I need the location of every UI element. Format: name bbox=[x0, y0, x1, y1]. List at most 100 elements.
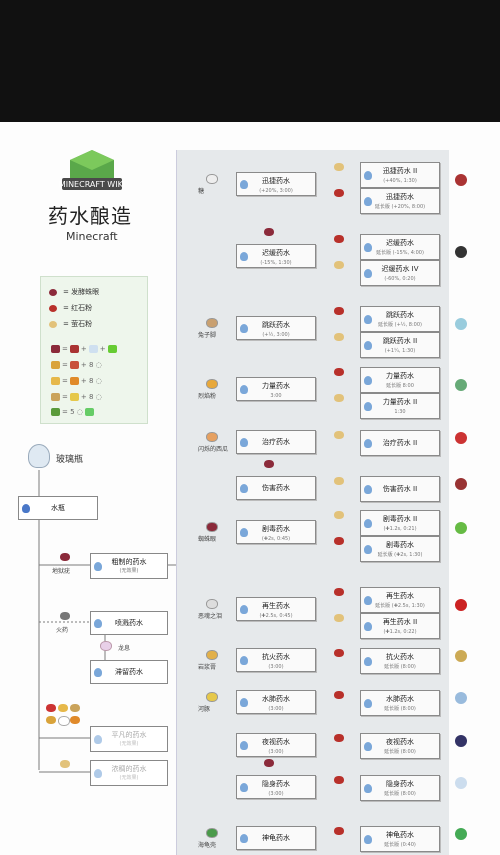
lingering-potion-box: 滞留药水 bbox=[90, 660, 168, 684]
potion-output-box: 夜视药水延长版 (8:00) bbox=[360, 733, 440, 759]
potion-detail: (✚1.2s, 0:22) bbox=[383, 629, 417, 635]
potion-name: 夜视药水 bbox=[386, 738, 414, 746]
potion-output-box: 水肺药水延长版 (8:00) bbox=[360, 690, 440, 716]
potion-box: 隐身药水 (3:00) bbox=[236, 775, 316, 799]
potion-name: 再生药水 bbox=[262, 602, 290, 610]
ingredient-label: 烈焰粉 bbox=[198, 393, 217, 400]
potion-output-box: 剧毒药水 II(✚1.2s, 0:21) bbox=[360, 510, 440, 536]
redstone-icon bbox=[334, 827, 344, 835]
turtle-master-icon bbox=[455, 828, 467, 840]
potion-name: 神龟药水 bbox=[386, 831, 414, 839]
potion-detail: (+1¼, 1:30) bbox=[384, 348, 416, 354]
potion-detail: (✚2s, 0:45) bbox=[261, 536, 291, 542]
fermented-spider-eye-icon bbox=[264, 460, 274, 468]
ingredient-label: 海龟壳 bbox=[198, 842, 217, 849]
potion-name: 跳跃药水 bbox=[262, 321, 290, 329]
legend-item-glowstone: = 萤石粉 bbox=[49, 319, 92, 329]
potion-output-box: 再生药水 II (✚1.2s, 0:22) bbox=[360, 613, 440, 639]
ingredient-label: 河豚 bbox=[198, 706, 211, 713]
potion-output-box: 力量药水延长版 8:00 bbox=[360, 367, 440, 393]
legend-item-fermented-eye: = 发酵蛛眼 bbox=[49, 287, 99, 297]
potion-output-box: 治疗药水 II bbox=[360, 430, 440, 456]
potion-output-box: 迟缓药水延长版 (-15%, 4:00) bbox=[360, 234, 440, 260]
potion-box: 神龟药水 bbox=[236, 826, 316, 850]
ingredient-icon bbox=[206, 650, 218, 660]
ingredient-label: 恶魂之泪 bbox=[198, 613, 223, 620]
ingredient-label: 蜘蛛眼 bbox=[198, 536, 217, 543]
splash-potion-box: 喷溅药水 bbox=[90, 611, 168, 635]
glowstone-icon bbox=[334, 511, 344, 519]
dragons-breath-icon bbox=[100, 641, 112, 651]
ingredient-icon bbox=[206, 318, 218, 328]
legend-box: = 发酵蛛眼 = 红石粉 = 萤石粉 =++ =+ 8 ◌ =+ 8 ◌ =+ … bbox=[40, 276, 148, 424]
potion-box: 抗火药水(3:00) bbox=[236, 648, 316, 672]
potion-name: 再生药水 bbox=[386, 592, 414, 600]
potion-name: 剧毒药水 bbox=[262, 525, 290, 533]
potion-detail: (✚1.2s, 0:21) bbox=[383, 526, 417, 532]
potion-name: 迟缓药水 IV bbox=[381, 265, 419, 273]
potion-detail: (+40%, 1:30) bbox=[383, 178, 417, 184]
potion-name: 隐身药水 bbox=[262, 780, 290, 788]
potion-detail: 延长版 8:00 bbox=[386, 383, 414, 389]
potion-output-box: 隐身药水延长版 (8:00) bbox=[360, 775, 440, 801]
potion-name: 神龟药水 bbox=[262, 834, 290, 842]
water-breathing-icon bbox=[455, 692, 467, 704]
potion-detail: (✚2.5s, 0:45) bbox=[259, 613, 293, 619]
jump-icon bbox=[455, 318, 467, 330]
potion-output-box: 抗火药水延长版 (8:00) bbox=[360, 648, 440, 674]
legend-recipe: = 5 ◌ bbox=[49, 408, 96, 416]
page-title: 药水酿造 bbox=[48, 204, 132, 228]
potion-name: 跳跃药水 II bbox=[382, 337, 418, 345]
minecraft-wiki-logo: MINECRAFT WIKI bbox=[58, 148, 126, 200]
potion-output-box: 再生药水延长版 (✚2.5s, 1:30) bbox=[360, 587, 440, 613]
glowstone-icon bbox=[334, 614, 344, 622]
potion-name: 再生药水 II bbox=[382, 618, 418, 626]
potion-detail: (+20%, 3:00) bbox=[259, 188, 293, 194]
potion-name: 剧毒药水 bbox=[386, 541, 414, 549]
potion-name: 迅捷药水 II bbox=[382, 167, 418, 175]
potion-output-box: 跳跃药水 II (+1¼, 1:30) bbox=[360, 332, 440, 358]
dragons-breath-label: 龙息 bbox=[118, 645, 131, 652]
potion-detail: (-15%, 1:30) bbox=[260, 260, 292, 266]
harming-icon bbox=[455, 478, 467, 490]
redstone-icon bbox=[334, 537, 344, 545]
potion-name: 治疗药水 II bbox=[382, 439, 418, 447]
legend-recipe: =+ 8 ◌ bbox=[49, 377, 102, 385]
gunpowder-label: 火药 bbox=[56, 627, 69, 634]
fermented-spider-eye-icon bbox=[264, 228, 274, 236]
potion-name: 伤害药水 II bbox=[382, 485, 418, 493]
glass-bottle-label: 玻璃瓶 bbox=[56, 455, 84, 465]
potion-name: 水肺药水 bbox=[262, 695, 290, 703]
potion-output-box: 剧毒药水延长版 (✚2s, 1:30) bbox=[360, 536, 440, 562]
potion-detail: 延长版 (8:00) bbox=[384, 749, 416, 755]
redstone-icon bbox=[334, 235, 344, 243]
nether-wart-icon bbox=[60, 553, 70, 561]
glowstone-icon bbox=[334, 333, 344, 341]
potion-box: 再生药水 (✚2.5s, 0:45) bbox=[236, 597, 316, 621]
glass-bottle-icon bbox=[28, 444, 50, 468]
strength-icon bbox=[455, 379, 467, 391]
redstone-icon bbox=[334, 368, 344, 376]
redstone-icon bbox=[49, 304, 57, 312]
potion-detail: (3:00) bbox=[268, 791, 284, 797]
potion-name: 治疗药水 bbox=[262, 438, 290, 446]
night-vision-icon bbox=[455, 735, 467, 747]
potion-box: 迟缓药水(-15%, 1:30) bbox=[236, 244, 316, 268]
potion-detail: 延长版 (-15%, 4:00) bbox=[376, 250, 424, 256]
ingredient-label: 闪烁的西瓜 bbox=[198, 446, 229, 453]
potion-detail: 延长版 (8:00) bbox=[384, 791, 416, 797]
awkward-potion-box: 粗制的药水(无效果) bbox=[90, 553, 168, 579]
potion-detail: (3:00) bbox=[268, 706, 284, 712]
top-black-bar bbox=[0, 0, 500, 122]
glowstone-icon bbox=[60, 760, 70, 768]
potion-detail: 3:00 bbox=[270, 393, 282, 399]
nether-wart-label: 地狱疣 bbox=[52, 568, 71, 575]
ingredient-icon bbox=[206, 599, 218, 609]
potion-detail: 延长版 (0:40) bbox=[384, 842, 416, 848]
redstone-icon bbox=[334, 588, 344, 596]
potion-name: 隐身药水 bbox=[386, 780, 414, 788]
glowstone-icon bbox=[49, 320, 57, 328]
legend-recipe: =++ bbox=[49, 345, 119, 353]
redstone-icon bbox=[334, 734, 344, 742]
potion-detail: 延长版 (✚2s, 1:30) bbox=[377, 552, 423, 558]
